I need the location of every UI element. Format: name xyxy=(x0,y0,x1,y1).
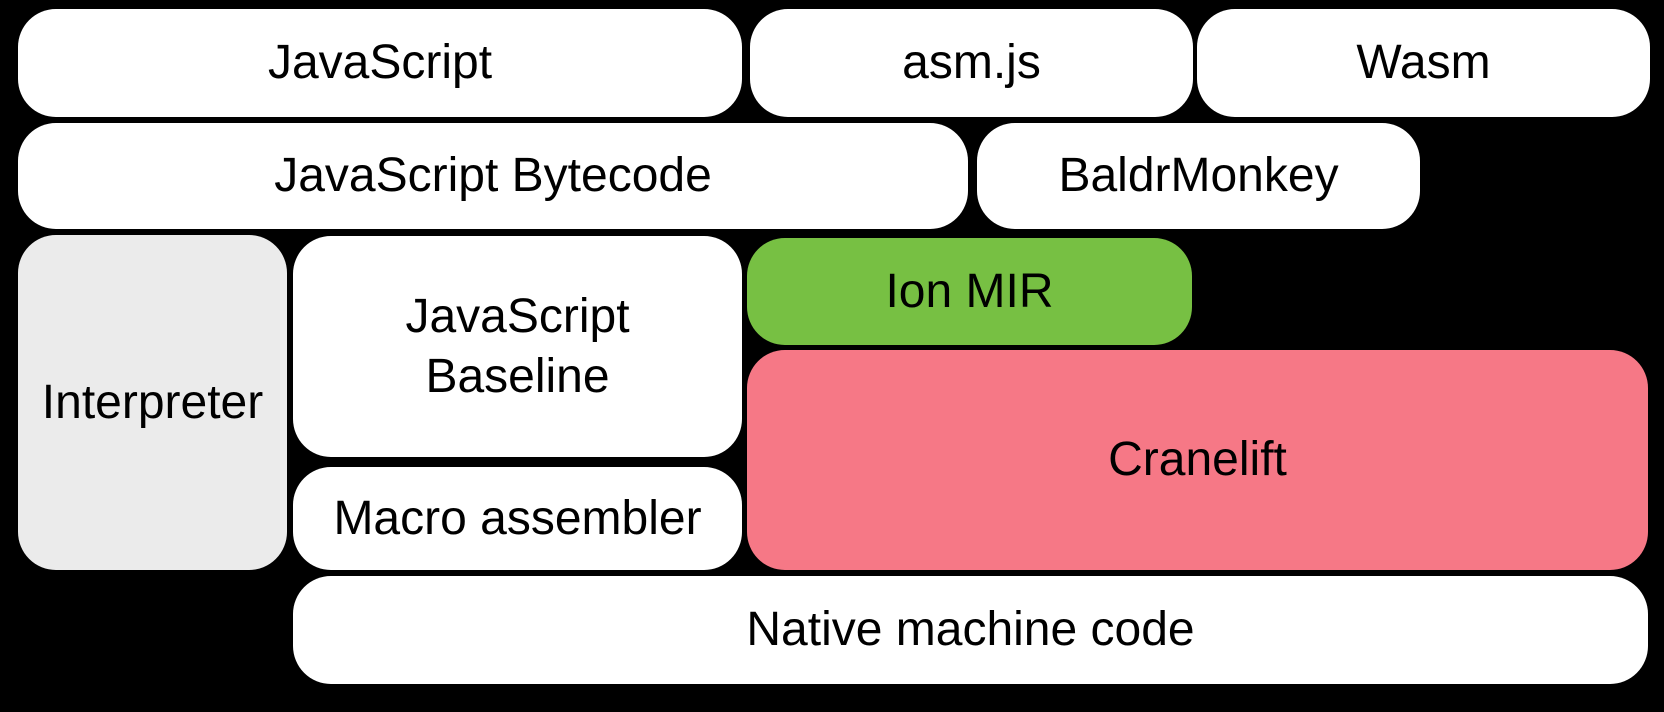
node-ion-mir: Ion MIR xyxy=(747,238,1192,345)
node-native-machine-code: Native machine code xyxy=(293,576,1648,684)
node-cranelift: Cranelift xyxy=(747,350,1648,570)
node-baldrmonkey: BaldrMonkey xyxy=(977,123,1420,229)
node-javascript-baseline: JavaScript Baseline xyxy=(293,236,742,457)
node-asmjs: asm.js xyxy=(750,9,1193,117)
node-macro-assembler: Macro assembler xyxy=(293,467,742,570)
node-javascript-bytecode: JavaScript Bytecode xyxy=(18,123,968,229)
node-interpreter: Interpreter xyxy=(18,235,287,570)
node-javascript: JavaScript xyxy=(18,9,742,117)
node-wasm: Wasm xyxy=(1197,9,1650,117)
